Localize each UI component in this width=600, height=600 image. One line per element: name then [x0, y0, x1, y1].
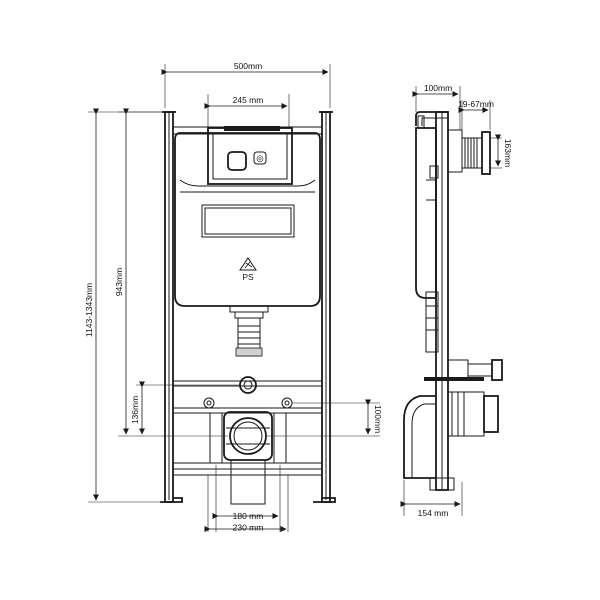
top-hook [415, 111, 448, 129]
dim-height-1143: 1143-1343mm [84, 283, 94, 337]
cistern [174, 132, 321, 307]
dim-width-230: 230 mm [233, 523, 264, 533]
dim-width-500: 500mm [234, 61, 262, 71]
svg-text:◎: ◎ [256, 153, 264, 163]
dim-width-180: 180 mm [233, 511, 264, 521]
front-dimensions: 500mm 245 mm 1143-1343mm 943mm 136mm 100… [84, 61, 383, 533]
dim-depth-100: 100mm [424, 83, 452, 93]
side-cistern [415, 127, 439, 353]
recycle-icon: PS [239, 257, 257, 282]
dim-height-163: 163mm [503, 139, 513, 167]
dim-depth-154: 154 mm [418, 508, 449, 518]
lower-bracket [172, 407, 323, 476]
frame-posts [160, 111, 336, 503]
cistern-mark: PS [242, 272, 254, 282]
rail-fitting [239, 376, 257, 394]
dim-range-19-67: 19-67mm [458, 99, 494, 109]
flush-button-small [253, 151, 267, 165]
front-view: ◎ PS [160, 111, 336, 505]
flush-button-large [227, 151, 247, 171]
side-view [403, 111, 503, 491]
anchor-bolts [203, 397, 293, 409]
flush-pipe [229, 305, 269, 357]
side-frame-post [429, 111, 455, 491]
flush-plate: ◎ [207, 126, 293, 185]
dim-height-943: 943mm [114, 268, 124, 296]
dim-height-100: 100mm [373, 405, 383, 433]
dim-height-136: 136mm [130, 396, 140, 424]
inlet-connector [424, 359, 503, 381]
wall-bracket [447, 129, 491, 175]
waste-pipe [223, 411, 273, 505]
waste-elbow [403, 391, 499, 479]
dim-width-245: 245 mm [233, 95, 264, 105]
side-dimensions: 100mm 19-67mm 163mm 154 mm [400, 83, 513, 518]
